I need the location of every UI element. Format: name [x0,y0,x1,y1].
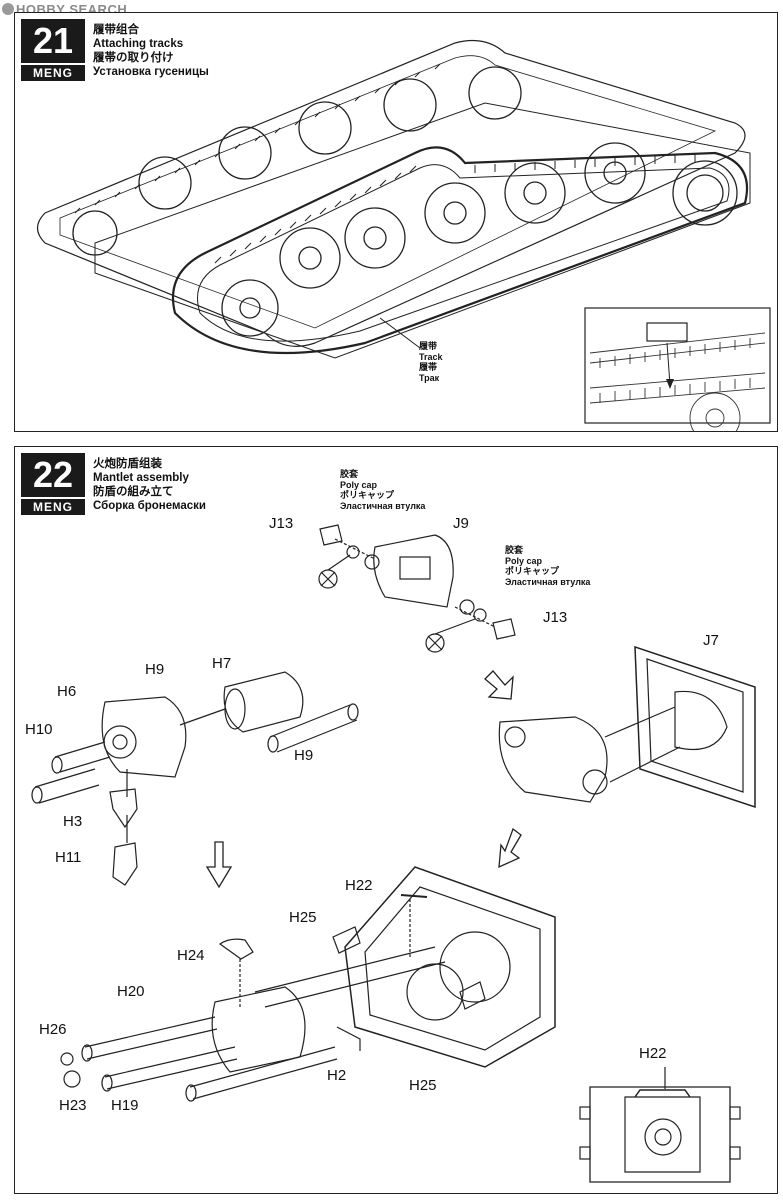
h3-part [109,788,138,829]
flow-arrows [205,670,522,889]
title-jp: 履帯の取り付け [93,52,174,64]
label-h26: H26 [39,1021,67,1038]
step-title-21: 履带组合 Attaching tracks 履帯の取り付け Установка … [93,23,209,79]
j7-part [634,645,756,809]
track-callout: 履带 Track 履帯 Трак [419,341,443,383]
step-badge-21: 21 MENG [21,19,85,81]
label-h19: H19 [111,1097,139,1114]
h11-part [112,842,138,886]
title-ru: Установка гусеницы [93,66,209,78]
j13-right-part [492,618,516,640]
track-assembly-illustration [36,40,771,431]
label-h23: H23 [59,1097,87,1114]
h23-part [63,1070,81,1088]
no-glue-icon [318,569,445,653]
label-h7: H7 [212,655,232,672]
brand-logo: MENG [21,65,85,81]
h26-part [60,1052,74,1066]
h6-part [101,696,187,778]
label-h22-detail: H22 [639,1045,667,1062]
label-h24: H24 [177,947,205,964]
label-h3: H3 [63,813,83,830]
h24-part [218,938,254,960]
step-22-panel: 22 MENG 火炮防盾组装 Mantlet assembly 防盾の組み立て … [14,446,778,1194]
label-h6: H6 [57,683,77,700]
title-cn: 履带组合 [93,24,139,36]
polycap-top-icon [346,545,360,559]
arrow-down-right-icon [484,670,514,700]
road-wheels [72,66,738,337]
title-en: Attaching tracks [93,38,184,50]
title-ru: Сборка бронемаски [93,500,206,512]
label-j9: J9 [453,515,469,532]
title-en: Mantlet assembly [93,472,189,484]
label-h25-top: H25 [289,909,317,926]
step-number: 22 [21,453,85,497]
h22-detail-view [579,1067,741,1183]
label-h22: H22 [345,877,373,894]
label-j7: J7 [703,632,719,649]
h22-part [400,894,428,898]
j13-top-part [319,524,343,546]
brand-logo: MENG [21,499,85,515]
label-h10: H10 [25,721,53,738]
near-track-loop [171,146,749,355]
h25-top-part [332,926,361,954]
label-j13-top: J13 [269,515,294,532]
track-detail-inset [584,307,771,431]
h9-tube-part [267,703,359,753]
polycap-callout-right: 胶套 Poly cap ポリキャップ Эластичная втулка [505,545,591,587]
j9-part [364,534,475,615]
h2-part [336,1026,361,1051]
step-21-panel: 21 MENG 履带组合 Attaching tracks 履帯の取り付け Ус… [14,12,778,432]
label-h11: H11 [55,849,82,866]
mantlet-body-right [498,706,681,803]
label-h25-bottom: H25 [409,1077,437,1094]
step-title-22: 火炮防盾组装 Mantlet assembly 防盾の組み立て Сборка б… [93,457,206,513]
label-j13-right: J13 [543,609,568,626]
polycap-right-icon [473,608,487,622]
label-h9-bottom: H9 [294,747,314,764]
title-cn: 火炮防盾组装 [93,458,162,470]
mantlet-assembly-illustration [31,524,756,1183]
title-jp: 防盾の組み立て [93,486,174,498]
step-badge-22: 22 MENG [21,453,85,515]
polycap-callout-top: 胶套 Poly cap ポリキャップ Эластичная втулка [340,469,426,511]
h10-barrels [31,741,111,804]
label-h9-top: H9 [145,661,165,678]
watermark-logo-icon [2,3,14,15]
h7-part [223,671,304,733]
far-track-loop [36,40,746,347]
arrow-down-icon [205,841,233,889]
arrow-down-left-icon [498,827,522,869]
track-link-part [646,322,688,342]
h25-bottom-part [459,981,486,1010]
label-h20: H20 [117,983,145,1000]
step-number: 21 [21,19,85,63]
hull-front-plate [344,866,556,1068]
label-h2: H2 [327,1067,347,1084]
gun-barrel-assembly [60,946,446,1102]
